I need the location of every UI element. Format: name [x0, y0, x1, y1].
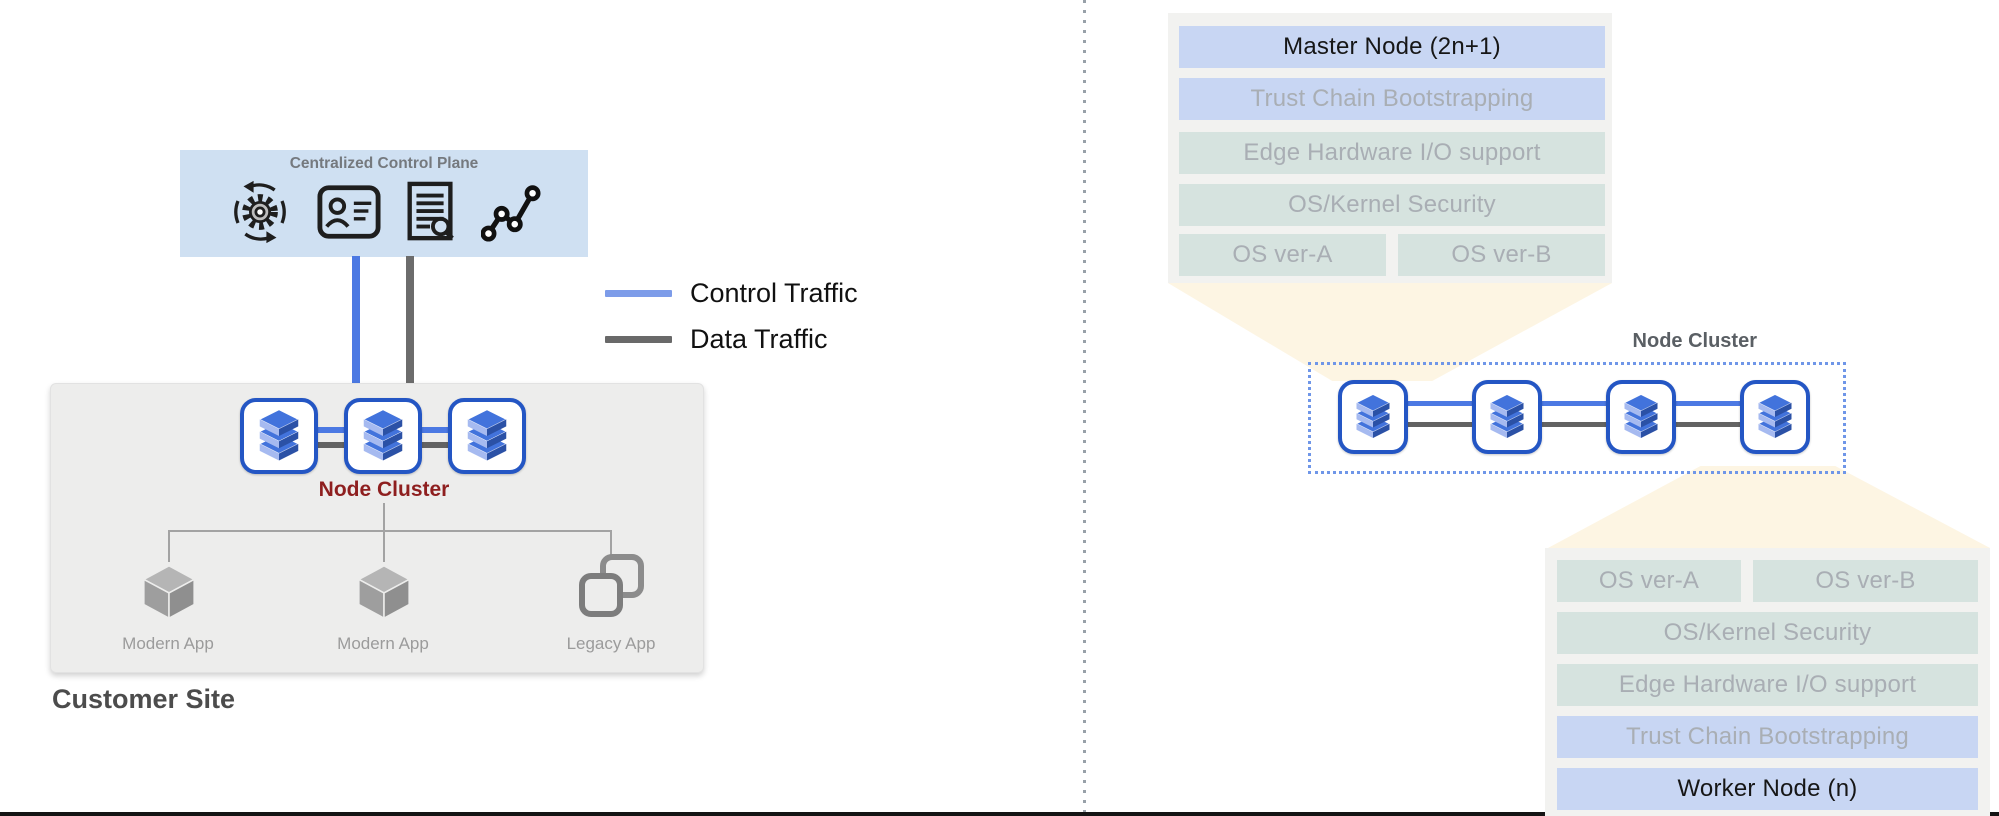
audit-document-icon: [407, 181, 454, 241]
cube-icon: [358, 565, 410, 619]
stack-row-master-node: Master Node (2n+1): [1179, 26, 1605, 68]
cluster-node: [448, 398, 526, 474]
app-label: Modern App: [122, 634, 214, 653]
stack-row-trust-chain: Trust Chain Bootstrapping: [1179, 78, 1605, 120]
legend-item-control: Control Traffic: [605, 278, 858, 309]
tree-stem: [383, 503, 385, 531]
node-cluster-label: Node Cluster: [318, 478, 450, 501]
app-label: Modern App: [337, 634, 429, 653]
data-traffic-line: [406, 256, 414, 384]
cube-icon: [143, 565, 195, 619]
stacked-windows-icon: [579, 554, 644, 617]
stack-row-trust-chain: Trust Chain Bootstrapping: [1557, 716, 1978, 758]
node-stack-icon: [251, 408, 307, 464]
cluster-to-worker-funnel: [1548, 466, 1990, 548]
control-traffic-swatch: [605, 290, 672, 297]
tree-drop: [168, 530, 170, 562]
analytics-graph-icon: [481, 185, 541, 242]
cluster-node: [1606, 380, 1676, 454]
node-stack-icon: [1751, 393, 1799, 441]
node-stack-icon: [1617, 393, 1665, 441]
cluster-node: [1740, 380, 1810, 454]
control-plane-box: Centralized Control Plane: [180, 150, 588, 257]
legend-label: Data Traffic: [690, 324, 828, 354]
id-card-icon: [317, 185, 381, 239]
vertical-dotted-divider: [1083, 0, 1086, 816]
node-stack-icon: [1349, 393, 1397, 441]
stack-cell-os-ver-a: OS ver-A: [1179, 234, 1386, 276]
customer-site-title: Customer Site: [52, 684, 236, 714]
data-traffic-swatch: [605, 336, 672, 343]
traffic-legend: Control Traffic Data Traffic: [605, 278, 858, 355]
stack-cell-os-ver-b: OS ver-B: [1753, 560, 1978, 602]
control-plane-title: Centralized Control Plane: [289, 155, 479, 172]
cluster-node: [1472, 380, 1542, 454]
stack-row-edge-hw: Edge Hardware I/O support: [1179, 132, 1605, 174]
cluster-data-link: [1372, 422, 1774, 427]
control-traffic-line: [352, 256, 360, 384]
stack-row-worker-node: Worker Node (n): [1557, 768, 1978, 810]
stack-row-edge-hw: Edge Hardware I/O support: [1557, 664, 1978, 706]
stack-row-os-kernel: OS/Kernel Security: [1557, 612, 1978, 654]
legend-item-data: Data Traffic: [605, 324, 858, 355]
app-label: Legacy App: [566, 634, 656, 653]
cluster-node: [1338, 380, 1408, 454]
tree-drop: [610, 530, 612, 556]
worker-node-stack: OS ver-A OS ver-B OS/Kernel Security Edg…: [1545, 548, 1990, 816]
cluster-node: [344, 398, 422, 474]
node-stack-icon: [355, 408, 411, 464]
bottom-edge-rule: [0, 812, 1999, 816]
stack-cell-os-ver-a: OS ver-A: [1557, 560, 1741, 602]
stack-row-os-kernel: OS/Kernel Security: [1179, 184, 1605, 226]
legend-label: Control Traffic: [690, 278, 858, 308]
cluster-control-link: [1372, 401, 1774, 406]
node-stack-icon: [459, 408, 515, 464]
cluster-node: [240, 398, 318, 474]
tree-drop: [383, 530, 385, 562]
tree-bar: [168, 530, 612, 532]
stack-cell-os-ver-b: OS ver-B: [1398, 234, 1605, 276]
sync-gear-icon: [234, 180, 286, 244]
node-cluster-dotted-box: [1308, 362, 1846, 474]
control-plane-icons: [180, 177, 588, 247]
master-node-stack: Master Node (2n+1) Trust Chain Bootstrap…: [1168, 13, 1612, 283]
node-stack-icon: [1483, 393, 1531, 441]
node-cluster-label: Node Cluster: [1632, 330, 1757, 352]
